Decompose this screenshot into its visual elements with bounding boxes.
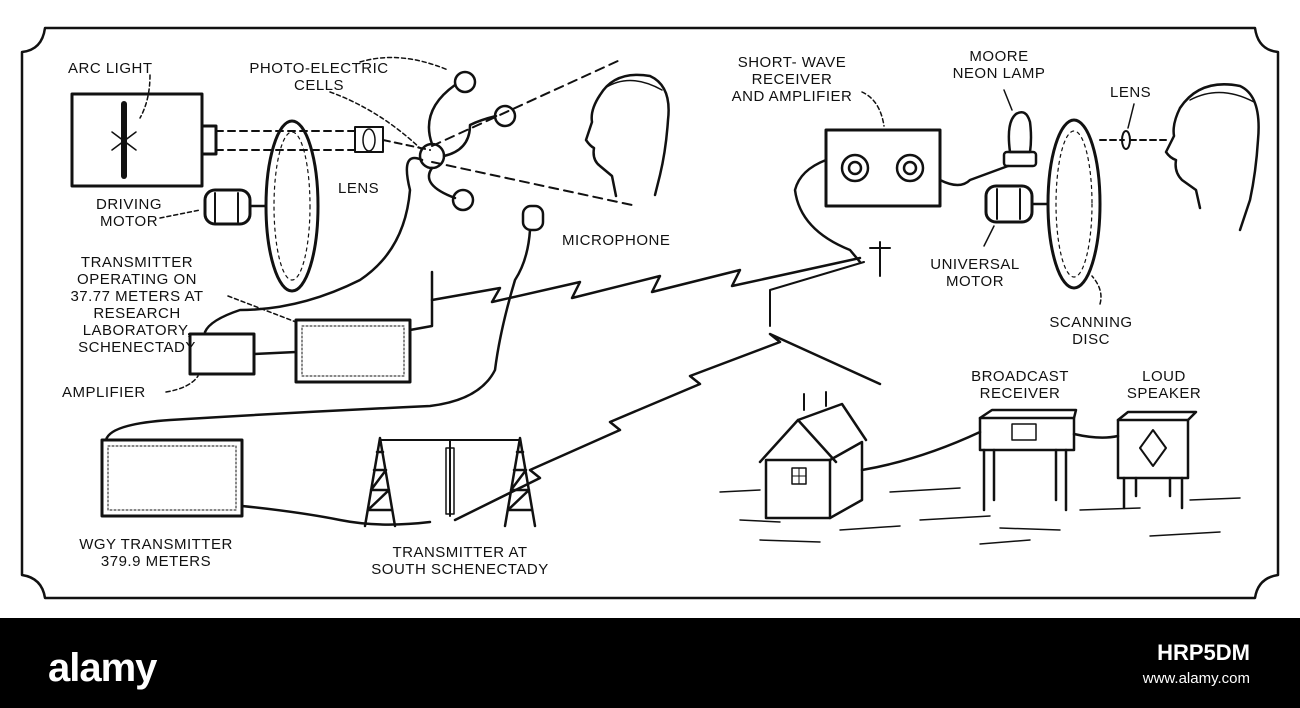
broadcast-signal [453, 332, 882, 522]
ground-sketch [719, 487, 1241, 545]
loud-speaker-cabinet [1116, 410, 1198, 510]
research-transmitter [294, 270, 434, 384]
label-lens-right: LENS [1110, 84, 1152, 101]
label-loud-speaker: LOUD SPEAKER [1126, 368, 1202, 402]
short-wave-signal [430, 256, 862, 304]
arc-light-arrow [139, 74, 151, 119]
receiver-arrow [861, 91, 885, 127]
universal-motor-arrow [983, 225, 995, 247]
label-lens-left: LENS [338, 180, 380, 197]
label-broadcast-receiver: BROADCAST RECEIVER [971, 368, 1069, 402]
photo-cell-arrow [359, 56, 449, 71]
frame-border [20, 26, 1280, 600]
watermark-footer: alamy HRP5DM www.alamy.com [0, 618, 1300, 708]
label-universal-motor: UNIVERSAL MOTOR [930, 256, 1020, 290]
label-wgy-transmitter: WGY TRANSMITTER 379.9 METERS [79, 536, 233, 570]
lens-right-arrow [1127, 103, 1135, 129]
broadcast-receiver-set [978, 408, 1120, 512]
label-arc-light: ARC LIGHT [68, 60, 153, 77]
label-photo-electric-cells: PHOTO-ELECTRIC CELLS [249, 60, 389, 94]
right-face-profile [1164, 83, 1260, 232]
diagram-panel: ARC LIGHT PHOTO-ELECTRIC CELLS LENS DRIV… [20, 26, 1280, 600]
photo-electric-cells [203, 70, 517, 334]
image-id: HRP5DM [1157, 640, 1250, 665]
site-url: www.alamy.com [1142, 670, 1250, 687]
driving-motor-arrow [159, 209, 201, 219]
south-towers [363, 436, 537, 528]
label-driving-motor: DRIVING MOTOR [95, 196, 162, 230]
microphone [104, 204, 545, 442]
arc-light-box [70, 92, 218, 188]
label-short-wave-receiver: SHORT- WAVE RECEIVER AND AMPLIFIER [731, 54, 853, 105]
light-beam [215, 130, 356, 151]
diagram-drawing [20, 26, 1280, 600]
neon-arrow [1003, 89, 1013, 111]
label-microphone: MICROPHONE [562, 232, 671, 249]
left-face-profile [584, 73, 670, 198]
house [758, 391, 982, 520]
label-moore-neon-lamp: MOORE NEON LAMP [952, 48, 1046, 82]
moore-neon-lamp [1002, 111, 1038, 168]
label-amplifier: AMPLIFIER [62, 384, 146, 401]
wgy-transmitter [100, 438, 432, 526]
right-scanning-disc [1046, 118, 1102, 290]
brand-logo: alamy [48, 646, 157, 690]
driving-motor [203, 188, 268, 226]
label-scanning-disc: SCANNING DISC [1049, 314, 1133, 348]
short-wave-receiver [769, 128, 1010, 327]
label-transmitter-research: TRANSMITTER OPERATING ON 37.77 METERS AT… [70, 254, 204, 356]
scanning-disc-arrow [1091, 275, 1102, 305]
universal-motor [984, 184, 1050, 224]
transmitter-arrow [227, 295, 297, 323]
amplifier-arrow [165, 375, 199, 393]
left-lens [354, 126, 384, 153]
label-transmitter-south: TRANSMITTER AT SOUTH SCHENECTADY [371, 544, 549, 578]
